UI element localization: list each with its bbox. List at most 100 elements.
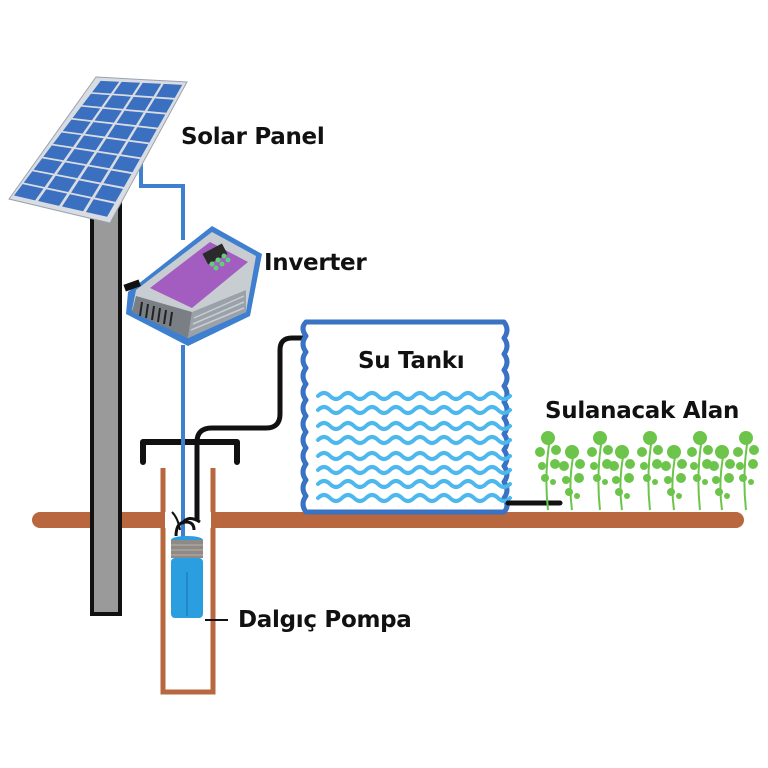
plant-leaf: [748, 459, 758, 469]
panel-cell: [125, 96, 153, 111]
water-wave: [316, 465, 512, 475]
plant-stem: [597, 437, 603, 511]
plant-leaf: [551, 445, 561, 455]
water-wave: [316, 435, 512, 445]
plant-leaf: [541, 431, 555, 445]
panel-cell: [71, 180, 100, 197]
plant-leaf: [724, 473, 734, 483]
plant-leaf: [739, 474, 747, 482]
panel-cell: [61, 194, 91, 212]
plant-leaf: [550, 479, 556, 485]
plant-stem: [671, 451, 677, 511]
plant-leaf: [575, 459, 585, 469]
panel-cell: [98, 138, 127, 154]
panel-cell: [129, 127, 157, 143]
plant-leaf: [615, 488, 623, 496]
inverter: [123, 226, 262, 346]
panel-cell: [80, 166, 109, 183]
submersible-pump-label: Dalgıç Pompa: [238, 607, 412, 633]
water-wave: [316, 391, 512, 401]
plant-leaf: [587, 447, 597, 457]
water-tank-label: Su Tankı: [358, 348, 465, 374]
plant-leaf: [565, 488, 573, 496]
plant-leaf: [693, 474, 701, 482]
plant-leaf: [625, 459, 635, 469]
irrigation-area-label: Sulanacak Alan: [545, 398, 740, 424]
plant-leaf: [624, 473, 634, 483]
plant-leaf: [538, 462, 546, 470]
water-tank: [300, 319, 512, 515]
plant-stem: [569, 451, 575, 511]
plant-leaf: [640, 462, 648, 470]
water-wave: [316, 493, 512, 503]
panel-cell: [43, 145, 72, 161]
pole: [90, 202, 122, 616]
panel-cell: [72, 106, 101, 121]
panel-cell: [120, 141, 149, 158]
panel-cell: [62, 119, 91, 134]
plant-leaf: [574, 493, 580, 499]
irrigation-plants: [535, 431, 759, 511]
plant-leaf: [712, 476, 720, 484]
plant-stem: [647, 437, 653, 511]
panel-cell: [38, 189, 68, 206]
panel-cell: [138, 112, 166, 128]
plant-leaf: [574, 473, 584, 483]
panel-cell: [85, 199, 115, 217]
plant-leaf: [709, 461, 719, 471]
plant-leaf: [715, 445, 729, 459]
plant-leaf: [702, 479, 708, 485]
plant-leaf: [559, 461, 569, 471]
plant-leaf: [602, 479, 608, 485]
plant-leaf: [667, 445, 681, 459]
water-wave: [316, 405, 512, 415]
plant-leaf: [615, 445, 629, 459]
plant-leaf: [724, 493, 730, 499]
plant-leaf: [690, 462, 698, 470]
panel-cell: [107, 124, 135, 140]
plant-leaf: [637, 447, 647, 457]
panel-cell: [53, 132, 82, 147]
plant-leaf: [593, 431, 607, 445]
plant-leaf: [652, 479, 658, 485]
plant-leaf: [733, 447, 743, 457]
plant-stem: [697, 437, 703, 511]
panel-cell: [94, 108, 122, 123]
water-wave: [316, 479, 512, 489]
panel-cell: [89, 152, 118, 169]
plant-leaf: [736, 462, 744, 470]
plant-leaf: [593, 474, 601, 482]
plant-leaf: [550, 459, 560, 469]
inverter-label: Inverter: [264, 250, 367, 276]
plant-leaf: [562, 476, 570, 484]
plant-leaf: [590, 462, 598, 470]
panel-cell: [82, 93, 110, 107]
panel-cell: [33, 158, 63, 174]
plant-leaf: [748, 479, 754, 485]
panel-cell: [66, 148, 95, 165]
plant-leaf: [715, 488, 723, 496]
panel-cell: [56, 162, 86, 179]
plant-stem: [743, 437, 749, 511]
panel-cell: [85, 122, 113, 137]
solar-panel: [8, 76, 188, 224]
plant-leaf: [612, 476, 620, 484]
panel-cell: [47, 175, 77, 192]
panel-cell: [75, 135, 104, 151]
panel-cell: [112, 156, 140, 173]
plant-leaf: [661, 461, 671, 471]
well-cap: [140, 439, 240, 465]
solar-panel-label: Solar Panel: [181, 124, 325, 150]
panel-cell: [103, 95, 132, 109]
plant-leaf: [667, 488, 675, 496]
panel-cell: [23, 171, 53, 188]
plant-leaf: [652, 459, 662, 469]
plant-leaf: [609, 461, 619, 471]
panel-cell: [103, 170, 132, 188]
plant-leaf: [653, 445, 663, 455]
plant-leaf: [687, 447, 697, 457]
plant-leaf: [643, 474, 651, 482]
plant-leaf: [535, 447, 545, 457]
panel-cell: [113, 81, 141, 95]
